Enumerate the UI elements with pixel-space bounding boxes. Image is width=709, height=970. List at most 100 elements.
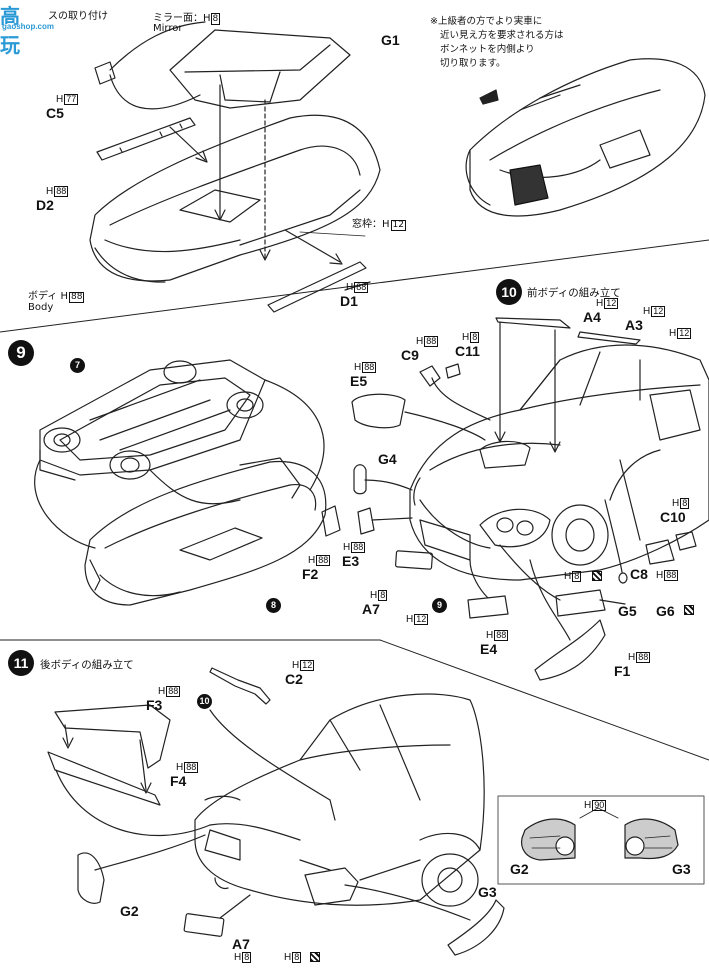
part-c8: C8 [630,566,648,582]
lens-part-g4 [353,464,367,495]
watermark-small: gaoshop.com [2,22,55,31]
ref-8: 8 [266,598,281,613]
ref-10: 10 [197,694,212,709]
decal-mark [310,952,320,962]
part-e3: E3 [342,553,360,569]
part-a4: A4 [583,309,601,325]
inset-label-left: G2 [510,861,529,877]
scoop-part-e5 [351,393,406,429]
step-9-number: 9 [8,340,34,366]
plate-part-a7-rear [183,913,225,937]
step-11-title: 後ボディの組み立て [40,659,134,671]
trim-part-c2 [209,667,271,705]
part-e5: E5 [350,373,368,389]
duct-part-e3 [357,507,375,535]
part-d2: D2 [36,197,54,213]
ref-9: 9 [432,598,447,613]
spoiler-part-f3 [54,704,171,769]
rear-body-car [194,693,485,906]
advanced-note: ※上級者の方でより実車に 近い見え方を要求される方は ボンネットを内側より 切り… [430,16,564,69]
part-g5: G5 [618,603,637,619]
part-c10: C10 [660,509,686,525]
skirt-part-f1 [534,619,606,681]
part-f2: F2 [302,566,319,582]
part-c5: C5 [46,105,64,121]
bar-part-d1 [267,261,367,313]
top-left-label: スの取り付け [48,11,108,22]
part-a7-rear: A7 [232,936,250,952]
watermark-big: 高玩 [0,6,20,57]
step-10-number: 10 [496,279,522,305]
part-g4: G4 [378,451,397,467]
spoiler-part-f4 [47,751,161,806]
part-g2: G2 [120,903,139,919]
mirror-part-g1 [169,29,351,109]
step-11-number: 11 [8,650,34,676]
duct-part-f2 [321,505,341,537]
part-c2: C2 [285,671,303,687]
clip-part-c9 [419,365,441,387]
part-g6: G6 [656,603,675,619]
decal-mark [592,571,602,581]
part-f1: F1 [614,663,631,679]
clip-part-c5 [94,61,116,85]
chassis-assembly [39,359,266,476]
cutaway-body [469,58,706,217]
mirror-part-c8 [645,539,675,565]
part-a7-front: A7 [362,601,380,617]
bar-part-d2 [96,117,196,161]
part-d1: D1 [340,293,358,309]
body-shell [89,114,381,282]
decal-mark [684,605,694,615]
part-f3: F3 [146,697,163,713]
fog-part-g5 [555,589,606,617]
front-body-car [409,344,709,581]
part-g1: G1 [381,32,400,48]
inset-label-right: G3 [672,861,691,877]
part-a3: A3 [625,317,643,333]
mirror-part-c10 [675,531,697,551]
inset-box [497,795,705,885]
part-e4: E4 [480,641,498,657]
body-shell-step9 [84,460,327,606]
wiper-part-a3 [577,331,641,345]
part-f4: F4 [170,773,187,789]
part-g3: G3 [478,884,497,900]
clip-part-c11 [445,363,461,379]
lens-part-g6 [618,572,628,584]
ref-7: 7 [70,358,85,373]
lamp-part-g3 [447,899,505,956]
part-c11: C11 [455,343,480,359]
wiper-part-a4 [495,317,571,329]
part-c9: C9 [401,347,419,363]
plate-part-a7-front [395,550,433,570]
fog-part-e4 [467,595,509,619]
lamp-part-g2 [77,852,105,904]
